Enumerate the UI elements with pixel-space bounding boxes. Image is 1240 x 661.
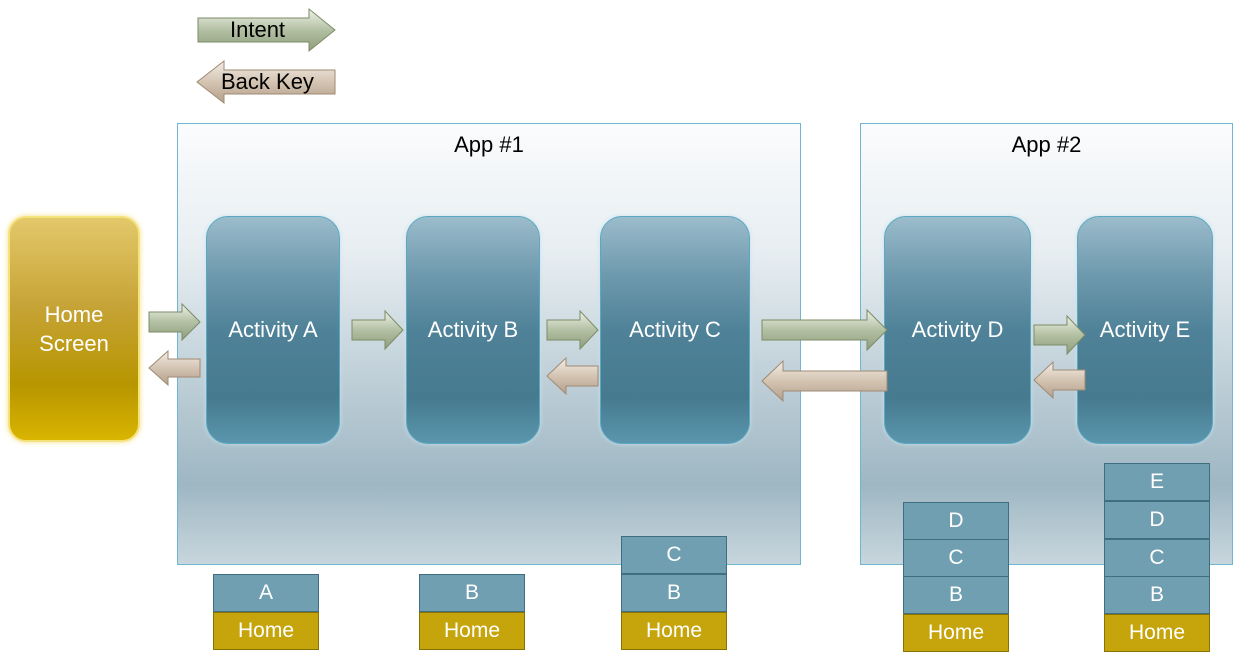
activity-d-label: Activity D	[911, 317, 1004, 342]
legend-back-key-arrow	[196, 59, 336, 105]
legend-back-key-label: Back Key	[221, 69, 314, 94]
stack-5-item-c: C	[1104, 539, 1210, 577]
stack-1-item-a: A	[213, 574, 319, 612]
activity-e-label: Activity E	[1099, 317, 1191, 342]
stack-3-item-b: B	[621, 574, 727, 612]
activity-c-label: Activity C	[629, 317, 721, 342]
stack-1-home: Home	[213, 612, 319, 650]
home-screen-label: Home Screen	[39, 302, 109, 356]
back-arrow-a-to-home	[148, 349, 201, 387]
activity-c[interactable]: Activity C	[600, 216, 750, 444]
legend-intent-arrow	[197, 7, 336, 53]
stack-2-item-b: B	[419, 574, 525, 612]
back-arrow-c-to-b	[546, 356, 599, 396]
intent-arrow-a-to-b	[351, 309, 404, 351]
activity-e[interactable]: Activity E	[1077, 216, 1213, 444]
activity-b-label: Activity B	[427, 317, 519, 342]
intent-arrow-home-to-a	[148, 302, 201, 342]
intent-arrow-d-to-e	[1033, 314, 1086, 356]
activity-a[interactable]: Activity A	[206, 216, 340, 444]
stack-3-item-c: C	[621, 536, 727, 574]
legend-intent-label: Intent	[230, 17, 286, 42]
activity-a-label: Activity A	[228, 317, 318, 342]
stack-4-home: Home	[903, 614, 1009, 652]
intent-arrow-c-to-d	[761, 308, 888, 352]
stack-4-item-c: C	[903, 539, 1009, 577]
stack-3-home: Home	[621, 612, 727, 650]
home-screen[interactable]: Home Screen	[8, 216, 140, 442]
stack-5-item-e: E	[1104, 463, 1210, 501]
stack-5-item-b: B	[1104, 576, 1210, 614]
stack-4-item-d: D	[903, 502, 1009, 540]
stack-5-item-d: D	[1104, 501, 1210, 539]
back-arrow-d-to-c	[761, 359, 888, 403]
stack-5-home: Home	[1104, 614, 1210, 652]
activity-b[interactable]: Activity B	[406, 216, 540, 444]
app-2-title: App #2	[1011, 132, 1082, 157]
stack-4-item-b: B	[903, 576, 1009, 614]
intent-arrow-b-to-c	[546, 309, 599, 351]
activity-d[interactable]: Activity D	[884, 216, 1031, 444]
back-arrow-e-to-d	[1033, 360, 1086, 400]
app-1-title: App #1	[454, 132, 524, 157]
stack-2-home: Home	[419, 612, 525, 650]
